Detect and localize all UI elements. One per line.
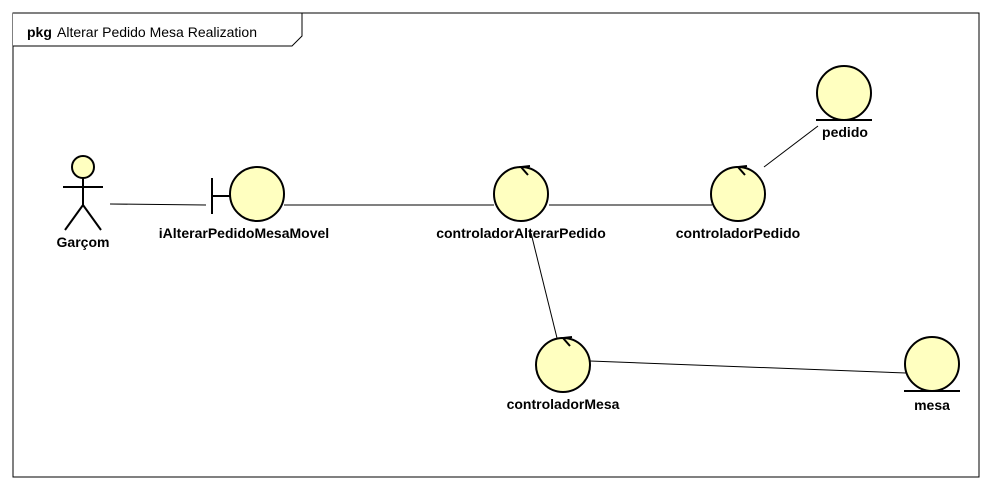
connectors: [109, 125, 907, 374]
link-controlador-pedido-pedido[interactable]: [763, 125, 819, 168]
boundary-circle-icon: [229, 166, 285, 222]
boundary-i-alterar-pedido-mesa-movel[interactable]: iAlterarPedidoMesaMovel: [159, 166, 329, 241]
control-controlador-pedido[interactable]: controladorPedido: [676, 165, 800, 241]
control-controlador-mesa[interactable]: controladorMesa: [507, 336, 620, 412]
frame-title: Alterar Pedido Mesa Realization: [57, 24, 257, 40]
actor-head-icon: [71, 155, 95, 179]
control-arrow-icon: [518, 165, 531, 176]
control-circle-icon: [535, 337, 591, 393]
entity-pedido[interactable]: pedido: [816, 65, 872, 140]
control-controlador-alterar-pedido[interactable]: controladorAlterarPedido: [436, 165, 606, 241]
frame-keyword: pkg: [27, 24, 52, 40]
actor-label: Garçom: [57, 234, 110, 250]
entity-label: pedido: [822, 124, 868, 140]
link-controlador-mesa-mesa[interactable]: [589, 360, 907, 374]
entity-circle-icon: [816, 65, 872, 121]
control-circle-icon: [493, 166, 549, 222]
control-label: controladorMesa: [507, 396, 620, 412]
entity-circle-icon: [904, 336, 960, 392]
actor-garcom[interactable]: Garçom: [57, 155, 110, 250]
entity-mesa[interactable]: mesa: [904, 336, 960, 413]
link-garcom-boundary[interactable]: [109, 203, 207, 206]
entity-label: mesa: [914, 397, 950, 413]
link-controlador-alterar-pedido-controlador-mesa[interactable]: [530, 232, 558, 339]
boundary-label: iAlterarPedidoMesaMovel: [159, 225, 329, 241]
control-circle-icon: [710, 166, 766, 222]
control-label: controladorPedido: [676, 225, 800, 241]
control-arrow-icon: [560, 336, 573, 347]
control-arrow-icon: [735, 165, 748, 176]
control-label: controladorAlterarPedido: [436, 225, 606, 241]
